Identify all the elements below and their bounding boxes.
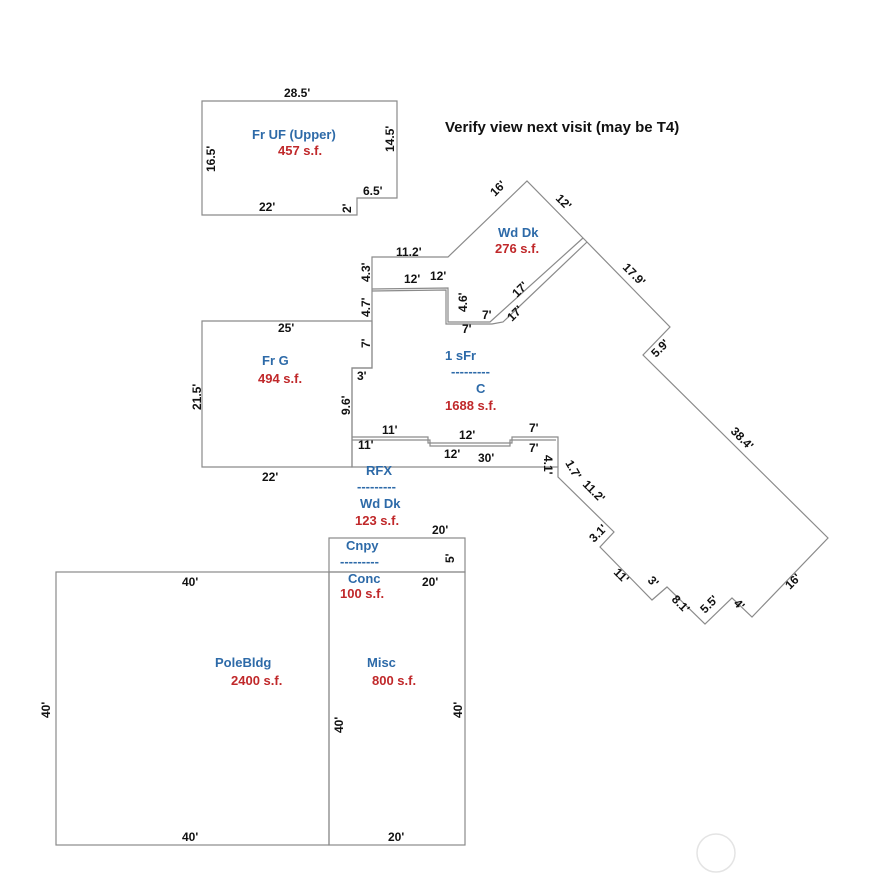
dim-label: 12' [459, 428, 475, 442]
dim-label: 6.5' [363, 184, 383, 198]
dim-label: 4.7' [359, 297, 373, 317]
area-separator: --------- [340, 554, 379, 569]
dim-label: 40' [39, 702, 53, 718]
dim-label: 4.1' [541, 455, 555, 475]
dim-label: 7' [462, 322, 472, 336]
area-value: 1688 s.f. [445, 398, 496, 413]
dim-label: 14.5' [383, 126, 397, 152]
dim-label: 3' [357, 369, 367, 383]
area-value: 800 s.f. [372, 673, 416, 688]
area-value: 2400 s.f. [231, 673, 282, 688]
dim-label: 12' [444, 447, 460, 461]
area-name: Wd Dk [498, 225, 539, 240]
dim-label: 20' [388, 830, 404, 844]
area-name: Misc [367, 655, 396, 670]
dimension-labels: 28.5' 6.5' 22' 11.2' 12' 12' 7' 7' 25' 3… [39, 86, 804, 844]
area-name: Cnpy [346, 538, 379, 553]
dim-label: 40' [451, 702, 465, 718]
dim-label: 16' [782, 571, 803, 592]
dim-label: 16.5' [204, 146, 218, 172]
dim-label: 12' [430, 269, 446, 283]
dim-label: 20' [432, 523, 448, 537]
dim-label: 16' [487, 178, 508, 199]
dim-label: 17.9' [620, 260, 649, 289]
dim-label: 38.4' [728, 424, 757, 453]
dim-label: 5.9' [648, 336, 672, 360]
deck-house-boundary [371, 237, 584, 323]
area-name: Fr G [262, 353, 289, 368]
area-separator: --------- [357, 479, 396, 494]
note-text: Verify view next visit (may be T4) [445, 119, 679, 136]
dim-label: 11' [358, 438, 374, 452]
rfx-boundary [352, 436, 559, 467]
dim-label: 7' [359, 338, 373, 348]
area-name: 1 sFr [445, 348, 476, 363]
dim-label: 11.2' [396, 245, 422, 259]
dim-label: 7' [482, 308, 492, 322]
fr-uf-outline [201, 100, 398, 216]
watermark-icon [696, 833, 736, 873]
area-name: PoleBldg [215, 655, 271, 670]
area-name: RFX [366, 463, 392, 478]
dim-label: 40' [182, 830, 198, 844]
misc-outline [328, 571, 466, 846]
dim-label: 4.6' [456, 292, 470, 312]
dim-label: 5' [443, 553, 457, 563]
fr-g-outline [201, 320, 373, 468]
dim-label: 1.7' [562, 458, 584, 482]
dim-label: 22' [262, 470, 278, 484]
dim-label: 8.1' [669, 592, 693, 616]
dim-label: 7' [529, 421, 539, 435]
dim-label: 11.2' [580, 477, 608, 505]
dim-label: 28.5' [284, 86, 310, 100]
dim-label: 4.3' [359, 262, 373, 282]
deck-house-boundary-2 [371, 241, 588, 325]
dim-label: 17' [509, 279, 530, 300]
dim-label: 40' [332, 717, 346, 733]
area-name: Fr UF (Upper) [252, 127, 336, 142]
rfx-boundary-2 [352, 439, 556, 447]
dim-label: 20' [422, 575, 438, 589]
area-value: 100 s.f. [340, 586, 384, 601]
area-class: C [476, 381, 486, 396]
area-sub: Conc [348, 571, 381, 586]
house-outline [351, 180, 829, 625]
dim-label: 7' [529, 441, 539, 455]
dim-label: 3' [645, 573, 662, 590]
dim-label: 12' [553, 191, 574, 212]
dim-label: 2' [340, 203, 354, 213]
dim-label: 40' [182, 575, 198, 589]
dim-label: 9.6' [339, 395, 353, 415]
area-value: 457 s.f. [278, 143, 322, 158]
area-value: 276 s.f. [495, 241, 539, 256]
dim-label: 25' [278, 321, 294, 335]
dim-label: 12' [404, 272, 420, 286]
area-sub: Wd Dk [360, 496, 401, 511]
area-value: 494 s.f. [258, 371, 302, 386]
dim-label: 30' [478, 451, 494, 465]
dim-label: 11' [382, 423, 398, 437]
dim-label: 11' [611, 565, 632, 586]
pole-bldg-outline [55, 571, 330, 846]
dim-label: 22' [259, 200, 275, 214]
area-value: 123 s.f. [355, 513, 399, 528]
area-separator: --------- [451, 364, 490, 379]
dim-label: 21.5' [190, 384, 204, 410]
